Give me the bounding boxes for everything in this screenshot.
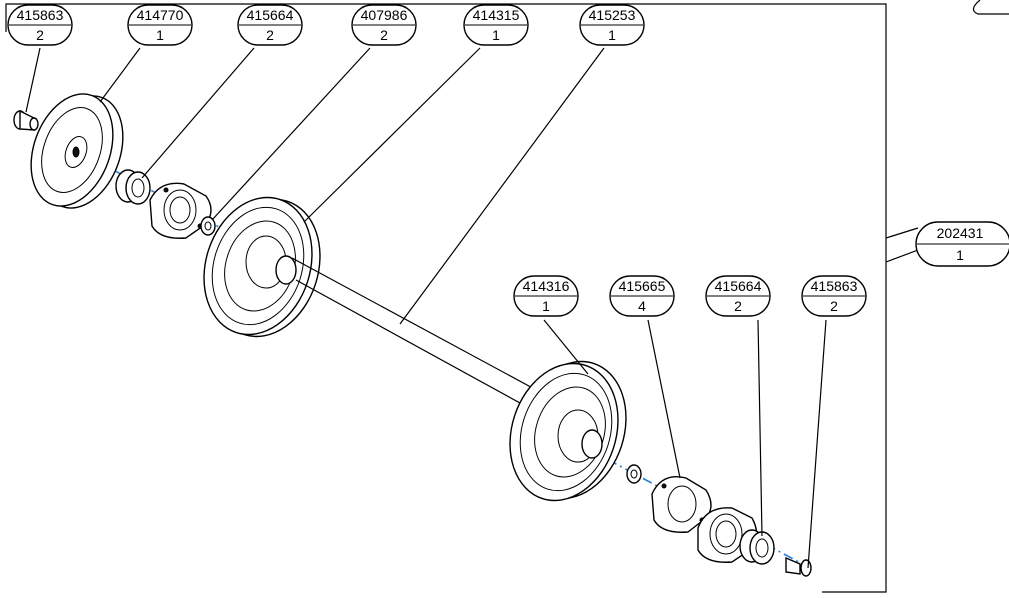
balloon-part-number: 414315 [473,7,520,23]
assembly-frame [5,3,919,593]
balloon-part-number: 415253 [589,7,636,23]
balloon-part-number: 415664 [715,278,762,294]
balloon-quantity: 2 [36,27,44,43]
balloon-part-number: 415863 [17,7,64,23]
left-wheel [203,196,321,338]
left-bearing [115,169,151,205]
balloon-part-number: 414316 [523,278,570,294]
balloon-quantity: 2 [734,298,742,314]
balloon-quantity: 2 [380,27,388,43]
balloon-414316: 414316 1 [513,275,579,317]
balloon-part-number: 415664 [247,7,294,23]
left-flange-plate [149,182,212,239]
balloon-part-number: 202431 [937,225,984,241]
balloon-202431: 202431 1 [915,221,1009,267]
leader-lines [25,47,827,569]
balloon-part-number: 415665 [619,278,666,294]
right-flange-plate-1 [651,476,712,533]
left-screw [13,109,39,131]
balloon-quantity: 1 [156,27,164,43]
balloon-quantity: 1 [956,247,964,263]
balloon-415253: 415253 1 [579,4,645,46]
axle [291,257,541,415]
balloon-quantity: 2 [830,298,838,314]
balloon-quantity: 1 [542,298,550,314]
balloon-quantity: 4 [638,298,646,314]
balloon-414770: 414770 1 [127,4,193,46]
balloon-415664-right: 415664 2 [705,275,771,317]
balloon-415665: 415665 4 [609,275,675,317]
right-screw [785,556,812,577]
balloon-414315: 414315 1 [463,4,529,46]
balloon-407986: 407986 2 [351,4,417,46]
balloon-part-number: 414770 [137,7,184,23]
balloon-415863-left: 415863 2 [7,4,73,46]
right-wheel [509,360,627,502]
balloon-quantity: 1 [492,27,500,43]
balloon-quantity: 2 [266,27,274,43]
balloon-quantity: 1 [608,27,616,43]
right-bearing [739,529,775,565]
partial-balloon-edge [972,0,1009,15]
left-pulley [30,93,124,209]
balloon-part-number: 407986 [361,7,408,23]
balloon-part-number: 415863 [811,278,858,294]
balloon-415664-left: 415664 2 [237,4,303,46]
right-washer [626,464,642,484]
balloon-415863-right: 415863 2 [801,275,867,317]
left-washer [200,216,216,236]
